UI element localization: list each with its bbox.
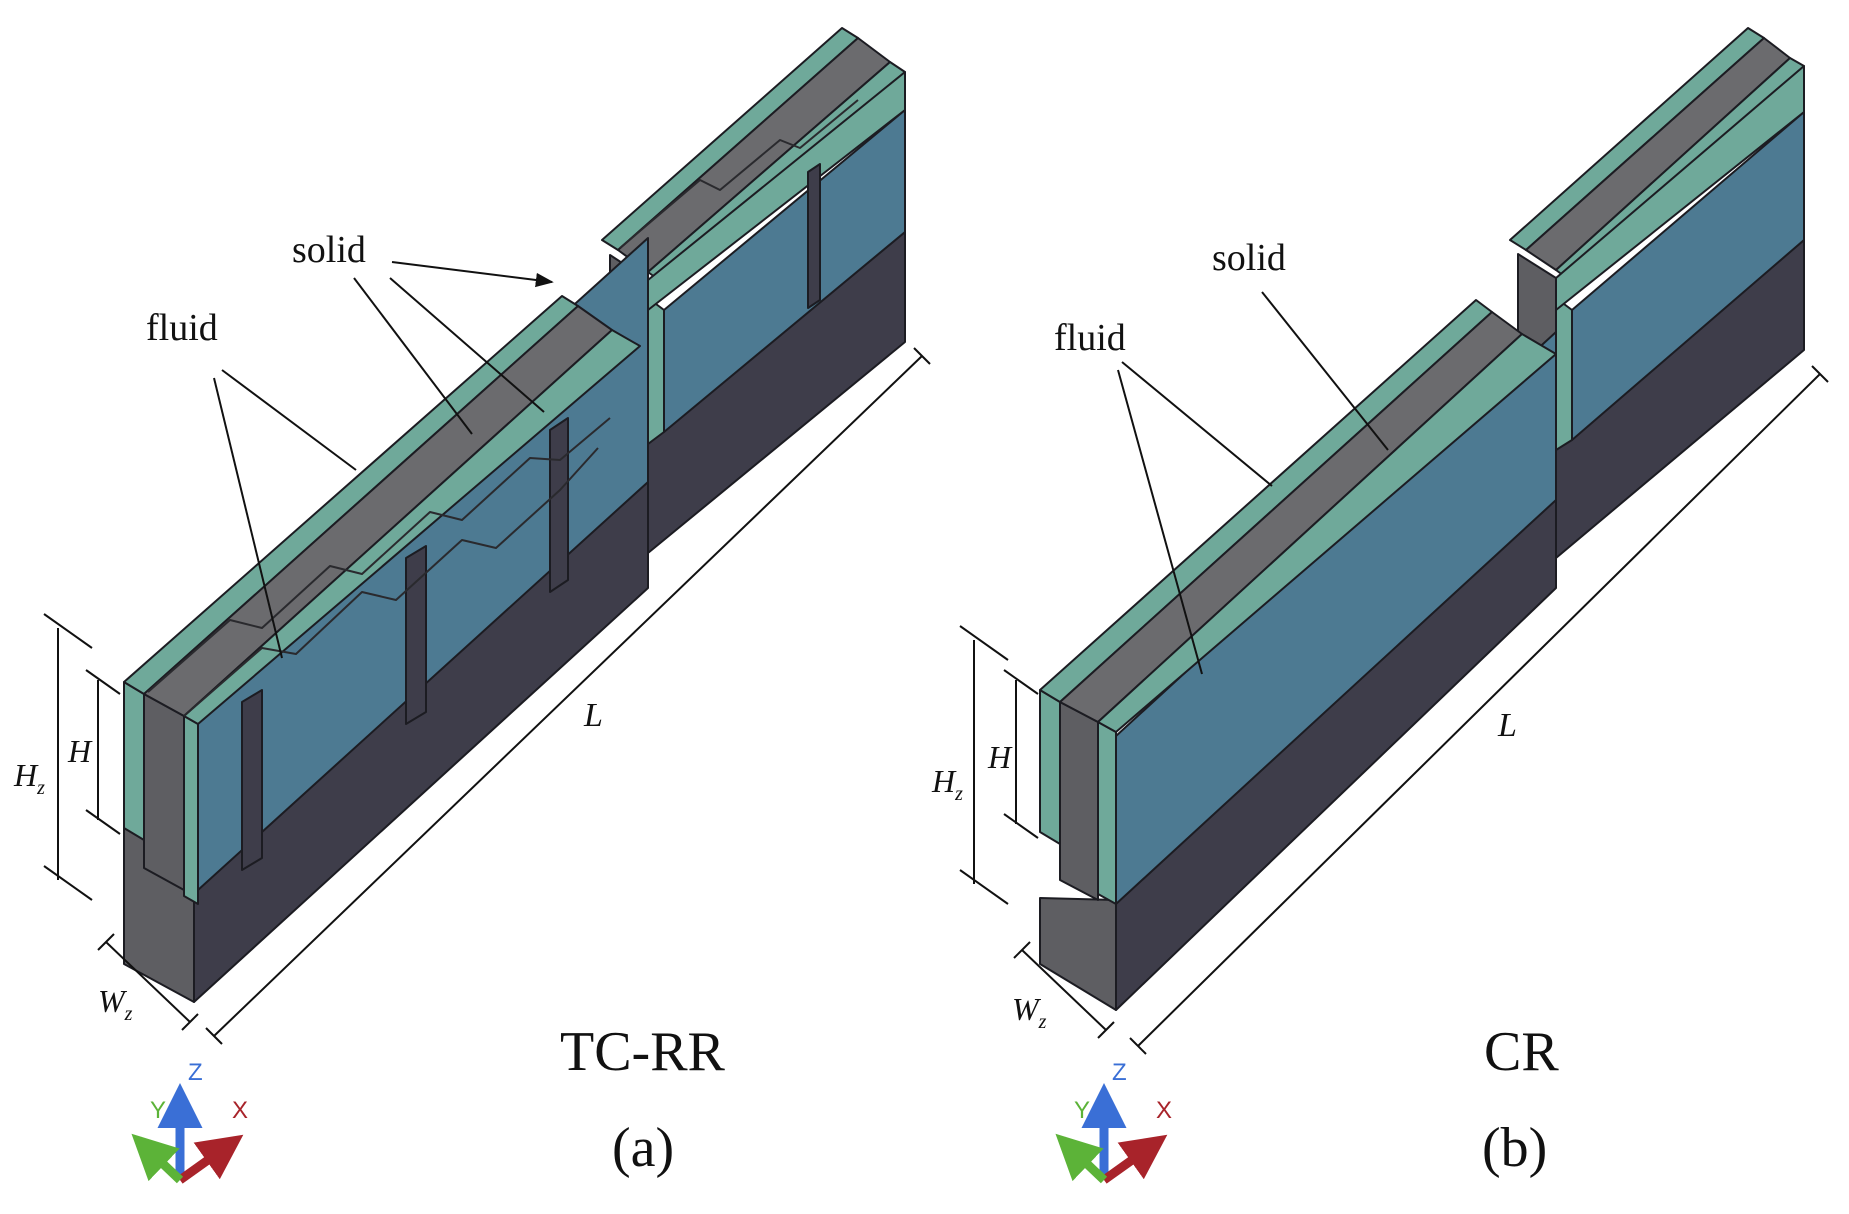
panel-b-back-segment: [1509, 27, 1805, 559]
b-front-left-fluid-wall: [1039, 689, 1061, 845]
panel-a: solid fluid L H Hz Wz TC-RR (a) Z Y X: [13, 27, 931, 1184]
a-front-top-right-fluid: [183, 329, 641, 725]
b-axis-triad: Z Y X: [1055, 1059, 1172, 1184]
a-dim-Wz-main: W: [98, 983, 128, 1019]
a-leader-solid-3: [389, 277, 545, 413]
a-front-right-fluid-wall: [183, 715, 199, 905]
a-back-zigzag: [619, 99, 859, 249]
panel-a-dimensions: [43, 347, 931, 1045]
a-axis-triad: Z Y X: [131, 1059, 248, 1184]
a-dim-L-label: L: [583, 697, 603, 734]
b-caption-name: CR: [1484, 1021, 1559, 1083]
a-dim-Hz-ext-top: [43, 613, 93, 649]
b-axis-z-label: Z: [1112, 1059, 1127, 1086]
a-back-rib-1: [807, 163, 821, 309]
a-axis-z-label: Z: [188, 1059, 203, 1086]
a-front-rib-3: [549, 417, 569, 593]
b-back-right-cap: [1555, 65, 1805, 311]
a-dim-Wz-tick-2: [181, 1013, 199, 1031]
b-dim-L-line: [1137, 373, 1821, 1047]
a-dim-L-tick-2: [913, 347, 931, 365]
a-leader-fluid-1: [221, 369, 357, 471]
a-dim-H-ext-bot: [85, 809, 121, 835]
b-dim-L-label: L: [1497, 707, 1517, 744]
b-dim-L-tick-1: [1129, 1037, 1147, 1055]
panel-b-dimensions: [959, 365, 1829, 1055]
a-label-solid: solid: [292, 229, 366, 271]
a-dim-Hz-sub: z: [36, 777, 45, 799]
a-axis-x-arrow: [177, 1134, 244, 1184]
b-dim-H-label: H: [987, 739, 1013, 775]
a-axis-y-arrow: [131, 1133, 184, 1184]
panel-a-leaders: [213, 261, 554, 659]
a-dim-Wz-label: Wz: [98, 983, 133, 1025]
b-dim-Hz-label: Hz: [931, 763, 963, 805]
b-dim-H-ext-top: [1003, 669, 1039, 695]
b-axis-x-arrow: [1101, 1134, 1168, 1184]
panel-b: solid fluid L H Hz Wz CR (b) Z Y X: [931, 27, 1829, 1184]
b-axis-y-arrow: [1055, 1133, 1108, 1184]
a-dim-L-tick-1: [205, 1027, 223, 1045]
a-dim-Wz-tick-1: [97, 933, 115, 951]
b-axis-x-label: X: [1156, 1097, 1172, 1124]
panel-b-front-segment: [1039, 299, 1557, 1011]
b-dim-Wz-sub: z: [1038, 1011, 1047, 1033]
b-axis-y-label: Y: [1074, 1097, 1090, 1124]
b-front-solid-wall: [1059, 701, 1099, 901]
b-front-right-fluid-wall: [1097, 721, 1117, 905]
b-front-top-right-fluid: [1097, 333, 1557, 733]
a-caption-name: TC-RR: [560, 1021, 726, 1083]
b-dim-Hz-ext-top: [959, 625, 1009, 661]
a-dim-L-line: [213, 355, 923, 1037]
b-front-solid-front: [1039, 897, 1117, 1011]
a-axis-y-label: Y: [150, 1097, 166, 1124]
a-front-solid-wall: [143, 693, 185, 891]
a-front-zigzag-2: [183, 447, 599, 717]
b-dim-Hz-main: H: [931, 763, 957, 799]
a-dim-Wz-sub: z: [124, 1003, 133, 1025]
b-dim-Wz-line: [1021, 949, 1107, 1031]
b-dim-H-ext-bot: [1003, 813, 1039, 839]
b-dim-Wz-label: Wz: [1012, 991, 1047, 1033]
b-caption-letter: (b): [1482, 1117, 1547, 1179]
a-front-zigzag: [147, 417, 611, 693]
a-dim-H-label: H: [67, 733, 93, 769]
b-leader-solid: [1261, 291, 1389, 451]
b-back-fluid-edge: [1555, 297, 1573, 451]
b-label-solid: solid: [1212, 237, 1286, 279]
a-dim-Hz-label: Hz: [13, 757, 45, 799]
a-dim-Wz-line: [105, 941, 191, 1023]
a-front-left-fluid-wall: [123, 681, 145, 841]
b-dim-Hz-ext-bot: [959, 869, 1009, 905]
a-leader-solid-1: [391, 261, 554, 288]
b-dim-Wz-main: W: [1012, 991, 1042, 1027]
panel-a-front-segment: [123, 237, 649, 1003]
b-label-fluid: fluid: [1054, 317, 1126, 359]
b-dim-Wz-tick-1: [1013, 941, 1031, 959]
a-caption-letter: (a): [612, 1117, 674, 1179]
b-dim-Hz-sub: z: [954, 783, 963, 805]
b-leader-fluid-2: [1117, 369, 1203, 675]
a-front-rib-2: [405, 545, 427, 725]
a-label-fluid: fluid: [146, 307, 218, 349]
a-dim-Hz-ext-bot: [43, 865, 93, 901]
panel-b-leaders: [1117, 291, 1389, 675]
a-axis-x-label: X: [232, 1097, 248, 1124]
a-front-rib-1: [241, 689, 263, 871]
a-leader-fluid-2: [213, 377, 283, 659]
b-dim-L-tick-2: [1811, 365, 1829, 383]
a-back-fluid-edge: [647, 297, 665, 445]
panel-a-back-segment: [601, 27, 906, 554]
a-leader-solid-2: [353, 277, 473, 435]
a-dim-Hz-main: H: [13, 757, 39, 793]
b-leader-fluid-1: [1121, 361, 1273, 487]
b-dim-Wz-tick-2: [1097, 1021, 1115, 1039]
a-dim-H-ext-top: [85, 669, 121, 695]
